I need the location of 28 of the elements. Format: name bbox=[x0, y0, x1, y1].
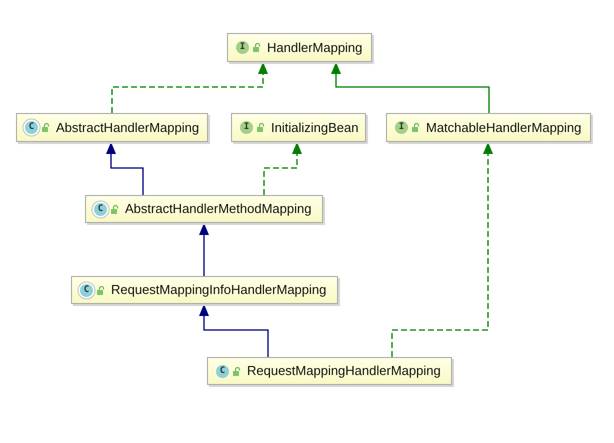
interface-marker: I bbox=[395, 121, 408, 134]
class-box bbox=[71, 276, 338, 304]
arrow bbox=[199, 304, 269, 357]
abstract-class-marker: C bbox=[25, 121, 38, 134]
class-name: RequestMappingInfoHandlerMapping bbox=[111, 282, 326, 298]
class-box bbox=[207, 357, 452, 385]
interface-marker: I bbox=[236, 41, 249, 54]
class-box bbox=[386, 113, 591, 142]
class-name: AbstractHandlerMethodMapping bbox=[125, 201, 312, 217]
arrow bbox=[111, 62, 268, 113]
arrow bbox=[106, 142, 144, 195]
arrow bbox=[391, 142, 493, 357]
class-name: AbstractHandlerMapping bbox=[56, 120, 200, 136]
arrow bbox=[331, 62, 490, 113]
abstract-class-marker: C bbox=[94, 202, 107, 216]
class-name: MatchableHandlerMapping bbox=[426, 120, 582, 136]
class-box bbox=[227, 33, 372, 62]
interface-marker: I bbox=[240, 121, 253, 134]
class-name: RequestMappingHandlerMapping bbox=[247, 363, 441, 379]
class-box bbox=[231, 113, 366, 142]
class-box bbox=[85, 195, 323, 223]
abstract-class-marker: C bbox=[80, 284, 93, 296]
class-box bbox=[16, 113, 208, 142]
class-name: InitializingBean bbox=[271, 120, 358, 136]
class-marker: C bbox=[216, 364, 229, 378]
arrow bbox=[199, 223, 209, 276]
class-name: HandlerMapping bbox=[267, 40, 362, 56]
arrow bbox=[263, 142, 302, 195]
